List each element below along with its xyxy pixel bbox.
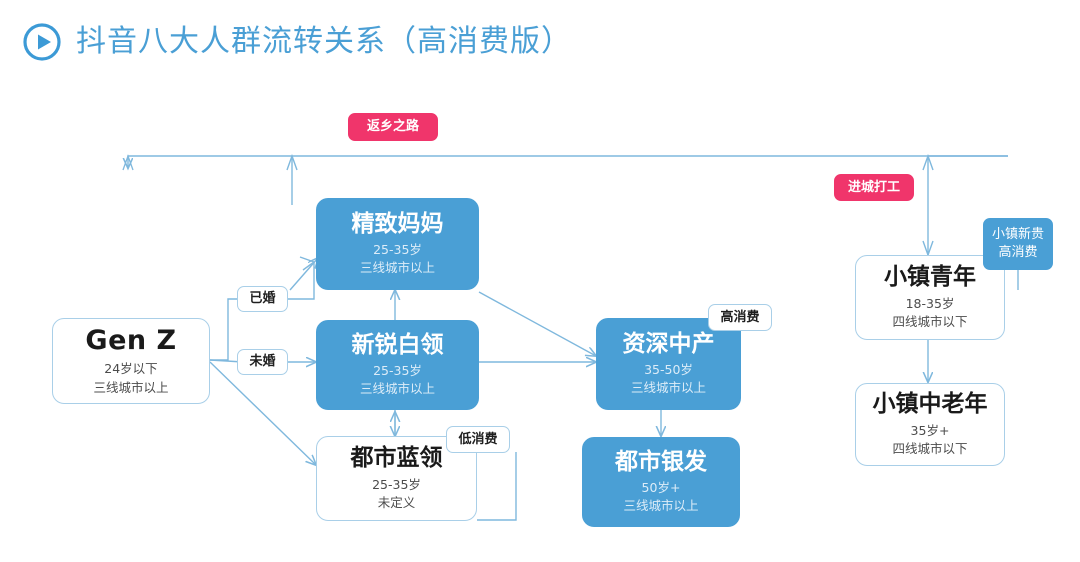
page-title: 抖音八大人群流转关系（高消费版） xyxy=(22,22,572,62)
badge-label: 返乡之路 xyxy=(366,119,419,135)
node-exquisite-mom[interactable]: 精致妈妈 25-35岁 三线城市以上 xyxy=(316,198,479,290)
node-region: 三线城市以上 xyxy=(623,498,699,514)
badge-label-line1: 小镇新贵 xyxy=(991,227,1044,243)
node-age: 35岁+ xyxy=(910,422,950,438)
node-region: 未定义 xyxy=(377,494,416,510)
badge-label: 已婚 xyxy=(249,291,276,307)
node-region: 四线城市以下 xyxy=(892,440,968,456)
node-subtitle: 25-35岁 三线城市以上 xyxy=(360,241,435,277)
node-town-youth[interactable]: 小镇青年 18-35岁 四线城市以下 xyxy=(855,255,1005,340)
node-new-collar[interactable]: 新锐白领 25-35岁 三线城市以上 xyxy=(316,320,479,410)
node-subtitle: 35-50岁 三线城市以上 xyxy=(631,361,706,397)
badge-label: 低消费 xyxy=(458,431,498,447)
node-region: 三线城市以上 xyxy=(359,381,435,397)
node-title: 新锐白领 xyxy=(351,331,444,358)
node-subtitle: 24岁以下 三线城市以上 xyxy=(93,360,168,396)
node-age: 25-35岁 xyxy=(373,363,422,379)
play-circle-icon xyxy=(22,22,62,62)
node-age: 35-50岁 xyxy=(644,362,693,378)
node-age: 25-35岁 xyxy=(373,242,422,258)
node-age: 25-35岁 xyxy=(372,476,421,492)
node-age: 18-35岁 xyxy=(905,295,955,311)
badge-unmarried[interactable]: 未婚 xyxy=(237,349,288,375)
badge-low-consumption[interactable]: 低消费 xyxy=(446,426,510,453)
node-title: 小镇中老年 xyxy=(872,391,988,418)
node-age: 50岁+ xyxy=(641,480,681,496)
badge-return-home[interactable]: 返乡之路 xyxy=(348,113,438,141)
node-title: 都市银发 xyxy=(615,448,707,475)
node-urban-silver[interactable]: 都市银发 50岁+ 三线城市以上 xyxy=(582,437,740,527)
badge-label: 进城打工 xyxy=(847,179,900,195)
node-age: 24岁以下 xyxy=(104,361,158,377)
node-title: Gen Z xyxy=(85,325,177,357)
node-subtitle: 25-35岁 三线城市以上 xyxy=(360,362,435,398)
badge-high-consumption[interactable]: 高消费 xyxy=(708,304,772,331)
badge-work-in-city[interactable]: 进城打工 xyxy=(834,174,914,201)
badge-town-new-rich[interactable]: 小镇新贵 高消费 xyxy=(983,218,1053,270)
node-title: 小镇青年 xyxy=(884,264,976,291)
page-title-text: 抖音八大人群流转关系（高消费版） xyxy=(76,24,572,59)
node-title: 精致妈妈 xyxy=(351,210,444,237)
node-title: 资深中产 xyxy=(622,330,715,357)
node-subtitle: 25-35岁 未定义 xyxy=(372,476,421,512)
node-region: 三线城市以上 xyxy=(359,260,435,276)
badge-married[interactable]: 已婚 xyxy=(237,286,288,312)
node-town-elder[interactable]: 小镇中老年 35岁+ 四线城市以下 xyxy=(855,383,1005,466)
badge-label-line2: 高消费 xyxy=(998,245,1038,260)
node-senior-middle-class[interactable]: 资深中产 35-50岁 三线城市以上 xyxy=(596,318,741,410)
node-title: 都市蓝领 xyxy=(350,445,443,472)
node-subtitle: 35岁+ 四线城市以下 xyxy=(892,422,967,458)
node-region: 三线城市以上 xyxy=(93,379,169,395)
node-subtitle: 50岁+ 三线城市以上 xyxy=(623,479,698,515)
node-region: 四线城市以下 xyxy=(892,313,968,329)
node-region: 三线城市以上 xyxy=(630,380,706,396)
badge-label: 未婚 xyxy=(249,354,276,370)
badge-label: 高消费 xyxy=(720,309,760,325)
node-gen-z[interactable]: Gen Z 24岁以下 三线城市以上 xyxy=(52,318,210,404)
node-subtitle: 18-35岁 四线城市以下 xyxy=(892,295,967,331)
